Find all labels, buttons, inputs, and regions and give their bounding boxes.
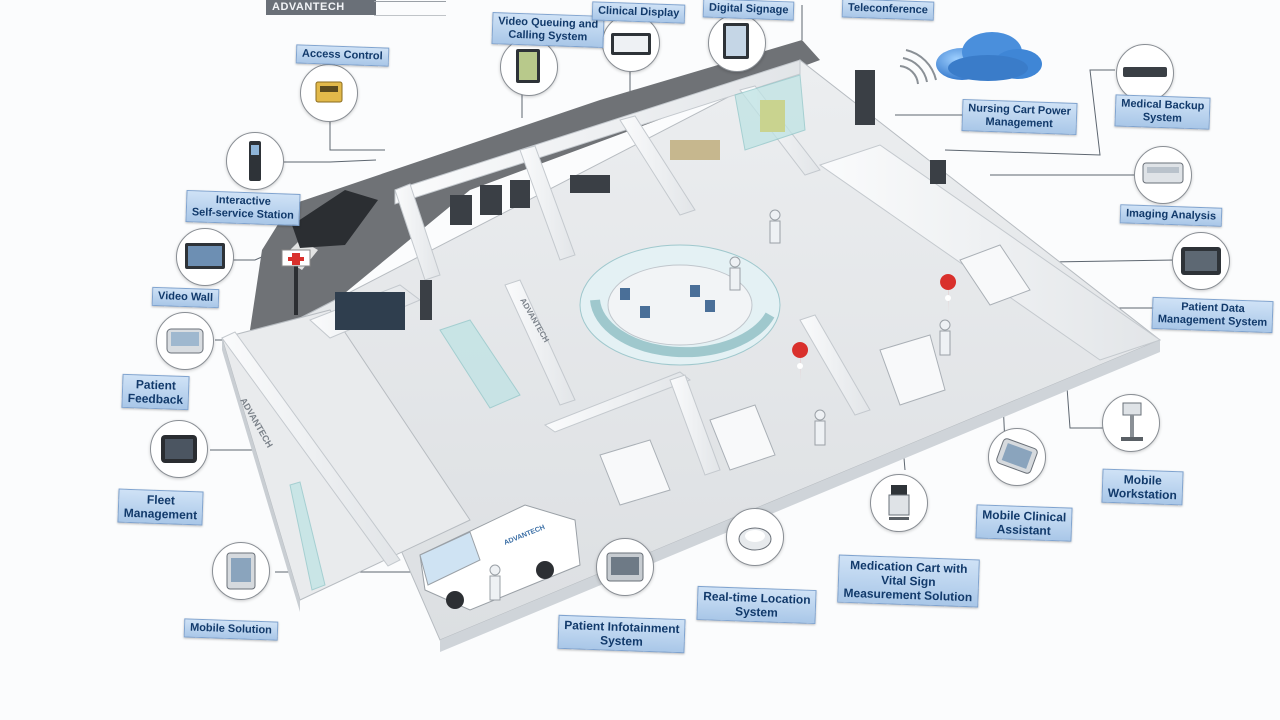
label-mobile-clinical-assistant: Mobile Clinical Assistant (975, 504, 1073, 542)
front-wall-left (222, 338, 300, 612)
label-mobile-workstation: Mobile Workstation (1101, 468, 1184, 506)
video-wall-display-icon (176, 228, 234, 286)
ambulance: ADVANTECH (419, 504, 581, 611)
label-imaging-analysis: Imaging Analysis (1119, 204, 1223, 227)
label-interactive-self-service: Interactive Self-service Station (185, 190, 301, 226)
sign-post (294, 255, 298, 315)
label-patient-data-management: Patient Data Management System (1151, 296, 1274, 334)
medication-cart-icon (870, 474, 928, 532)
waiting-seats (620, 285, 715, 318)
label-rtls: Real-time Location System (696, 585, 817, 625)
label-medical-backup: Medical Backup System (1114, 94, 1211, 130)
patient-data-panel-pc-icon (1172, 232, 1230, 290)
location-pin-icon (792, 274, 957, 382)
digital-signage-icon (708, 14, 766, 72)
label-patient-infotainment: Patient Infotainment System (557, 614, 686, 654)
self-service-kiosk-icon (226, 132, 284, 190)
parked-car (292, 190, 378, 248)
logo-tagline-graphic (374, 1, 446, 16)
rtls-tag-icon (726, 508, 784, 566)
access-control-device-icon (300, 64, 358, 122)
reception-desk (579, 244, 781, 366)
cloud-icon (936, 32, 1042, 81)
label-video-queuing: Video Queuing and Calling System (491, 12, 605, 48)
room-equipment (335, 70, 946, 330)
infotainment-terminal-icon (596, 538, 654, 596)
label-digital-signage: Digital Signage (702, 0, 795, 21)
clinical-assistant-tablet-icon (988, 428, 1046, 486)
label-video-wall: Video Wall (151, 286, 220, 309)
label-access-control: Access Control (295, 44, 390, 67)
patient-beds (599, 244, 1031, 506)
label-mobile-solution: Mobile Solution (183, 618, 279, 641)
mobile-workstation-cart-icon (1102, 394, 1160, 452)
advantech-logo: ADVANTECH (266, 0, 376, 15)
label-fleet-management: Fleet Management (117, 488, 204, 526)
imaging-analysis-device-icon (1134, 146, 1192, 204)
label-nursing-cart-power: Nursing Cart Power Management (961, 99, 1078, 135)
backup-server-icon (1116, 44, 1174, 102)
label-clinical-display: Clinical Display (591, 1, 686, 24)
queuing-display-icon (500, 38, 558, 96)
label-patient-feedback: Patient Feedback (121, 373, 190, 411)
fleet-tablet-icon (150, 420, 208, 478)
wireless-signal-icon (899, 49, 937, 85)
label-medication-cart: Medication Cart with Vital Sign Measurem… (837, 554, 980, 608)
staff-figures (489, 209, 951, 601)
label-teleconference: Teleconference (841, 0, 935, 21)
clinical-display-icon (602, 14, 660, 72)
feedback-terminal-icon (156, 312, 214, 370)
mobile-device-icon (212, 542, 270, 600)
